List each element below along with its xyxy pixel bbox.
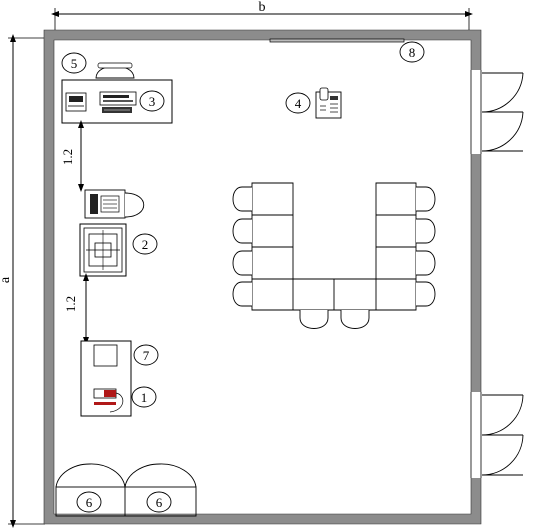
conference-chairs <box>232 186 436 329</box>
marker-2: 2 <box>132 233 158 255</box>
marker-5: 5 <box>61 52 87 74</box>
svg-text:8: 8 <box>409 45 416 60</box>
svg-text:6: 6 <box>86 495 93 510</box>
door-upper <box>481 72 524 152</box>
spacing-dimension-top: 1.2 <box>60 120 84 192</box>
marker-1: 1 <box>131 386 157 408</box>
walls <box>43 29 482 525</box>
marker-8: 8 <box>399 41 425 63</box>
spacing-top-label: 1.2 <box>60 149 75 165</box>
office-desk <box>61 62 173 124</box>
dimension-a-label: a <box>0 276 13 283</box>
marker-6-right: 6 <box>146 491 172 513</box>
marker-6-left: 6 <box>76 491 102 513</box>
workstation-chair <box>124 192 144 218</box>
marker-3: 3 <box>139 90 165 112</box>
telephone-icon <box>315 87 342 119</box>
svg-text:6: 6 <box>156 495 163 510</box>
svg-text:5: 5 <box>71 56 78 71</box>
svg-text:1: 1 <box>141 390 148 405</box>
svg-text:7: 7 <box>143 348 150 363</box>
storage-cabinets <box>55 463 197 517</box>
marker-7: 7 <box>133 344 159 366</box>
dimension-b-label: b <box>259 0 266 15</box>
spacing-dimension-bottom: 1.2 <box>63 273 89 345</box>
document-tray <box>93 344 118 367</box>
dimension-a: a <box>0 34 45 528</box>
equipment-unit <box>79 223 127 277</box>
workstation <box>84 189 144 219</box>
svg-text:4: 4 <box>295 96 302 111</box>
device-icon <box>93 388 124 413</box>
projection-screen <box>269 38 405 43</box>
svg-text:3: 3 <box>149 94 156 109</box>
spacing-bottom-label: 1.2 <box>63 296 78 312</box>
side-table <box>80 340 132 417</box>
svg-text:2: 2 <box>142 237 149 252</box>
printer-icon <box>65 92 87 112</box>
door-lower <box>481 394 524 476</box>
computer-icon <box>99 91 137 113</box>
conference-table <box>251 182 417 311</box>
marker-4: 4 <box>285 92 311 114</box>
dimension-b: b <box>51 0 473 30</box>
